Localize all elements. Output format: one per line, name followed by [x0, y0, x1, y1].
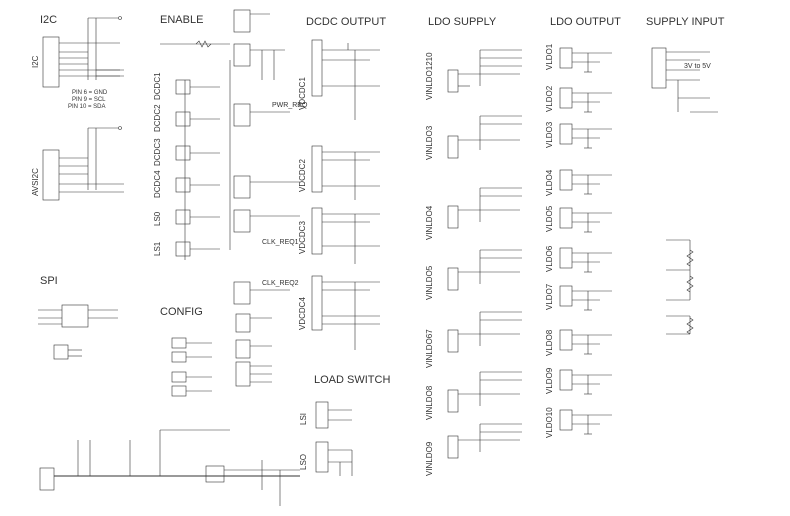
ldo-output-label-vldo7: VLDO7: [545, 283, 554, 310]
enable-label-dcdc2: DCDC2: [153, 104, 162, 132]
i2c-note-sda: PIN 10 = SDA: [68, 104, 106, 110]
request-block: PWR_REQ CLK_REQ1 CLK_REQ2: [233, 9, 308, 387]
ldo-output-stage: [559, 329, 612, 355]
load-switch-block: LSI LSO: [299, 401, 353, 476]
bottom-power-circuit: [39, 429, 300, 506]
ldo-output-stage: [559, 87, 612, 113]
ldo-supply-label-9: VINLDO9: [425, 441, 434, 476]
supply-range-label: 3V to 5V: [684, 63, 711, 70]
ldo-output-stage: [559, 123, 612, 149]
ldo-output-stage: [559, 247, 612, 273]
ldo-output-stage: [559, 169, 612, 195]
section-title-config: CONFIG: [160, 306, 203, 318]
section-title-supply-input: SUPPLY INPUT: [646, 16, 725, 28]
right-resistor-network: [666, 239, 694, 335]
ldo-supply-label-5: VINLDO5: [425, 265, 434, 300]
ldo-output-label-vldo9: VLDO9: [545, 367, 554, 394]
dcdc-label-vdcdc3: VDCDC3: [298, 221, 307, 254]
enable-label-dcdc3: DCDC3: [153, 138, 162, 166]
ldo-supply-label-67: VINLDO67: [425, 329, 434, 368]
dcdc-label-vdcdc1: VDCDC1: [298, 77, 307, 110]
ldo-output-label-vldo6: VLDO6: [545, 245, 554, 272]
ldo-output-label-vldo5: VLDO5: [545, 205, 554, 232]
section-title-i2c: I2C: [40, 14, 57, 26]
ldo-supply-label-8: VINLDO8: [425, 385, 434, 420]
ldo-supply-label-3: VINLDO3: [425, 125, 434, 160]
section-title-load-switch: LOAD SWITCH: [314, 374, 390, 386]
ldo-output-block: VLDO1 VLDO2 VLDO3 VLDO4 VLDO5 VLDO6 VLDO…: [545, 43, 612, 438]
ldo-output-label-vldo10: VLDO10: [545, 407, 554, 438]
ldo-output-stage: [559, 409, 612, 435]
enable-label-ls1: LS1: [153, 241, 162, 256]
section-title-ldo-supply: LDO SUPPLY: [428, 16, 497, 28]
ldo-output-label-vldo1: VLDO1: [545, 43, 554, 70]
enable-label-ls0: LS0: [153, 211, 162, 226]
i2c-note-scl: PIN 9 = SCL: [72, 97, 106, 103]
section-title-enable: ENABLE: [160, 14, 203, 26]
ldo-output-label-vldo8: VLDO8: [545, 329, 554, 356]
avs-i2c-connector: AVSI2C: [31, 126, 124, 201]
dcdc-label-vdcdc2: VDCDC2: [298, 159, 307, 192]
clk-req1-label: CLK_REQ1: [262, 239, 299, 246]
clk-req2-label: CLK_REQ2: [262, 280, 299, 287]
enable-label-dcdc1: DCDC1: [153, 72, 162, 100]
spi-connector: [38, 304, 118, 360]
ldo-supply-label-4: VINLDO4: [425, 205, 434, 240]
ldo-supply-block: VINLDO1210 VINLDO3 VINLDO4 VINLDO5 VINLD…: [425, 49, 522, 476]
enable-label-dcdc4: DCDC4: [153, 170, 162, 198]
ldo-output-label-vldo4: VLDO4: [545, 169, 554, 196]
ldo-output-label-vldo3: VLDO3: [545, 121, 554, 148]
ldo-output-stage: [559, 207, 612, 233]
avs-i2c-connector-label: AVSI2C: [31, 168, 40, 196]
i2c-connector-label: I2C: [31, 55, 40, 68]
enable-block: DCDC1 DCDC2 DCDC3 DCDC4 LS0 LS1: [153, 40, 231, 260]
ldo-output-stage: [559, 285, 612, 311]
i2c-note-gnd: PIN 6 = GND: [72, 90, 108, 96]
ldo-output-stage: [559, 369, 612, 395]
load-switch-label-lso: LSO: [299, 454, 308, 470]
dcdc-output-block: VDCDC1 VDCDC2 VDCDC3 VDCDC4: [298, 39, 380, 350]
config-block: [171, 337, 212, 397]
section-title-dcdc-output: DCDC OUTPUT: [306, 16, 386, 28]
section-title-ldo-output: LDO OUTPUT: [550, 16, 621, 28]
i2c-connector: I2C: [31, 16, 124, 88]
section-title-spi: SPI: [40, 275, 58, 287]
ldo-output-label-vldo2: VLDO2: [545, 85, 554, 112]
dcdc-label-vdcdc4: VDCDC4: [298, 297, 307, 330]
pwr-req-label: PWR_REQ: [272, 102, 308, 109]
load-switch-label-lsi: LSI: [299, 413, 308, 425]
ldo-supply-label-1210: VINLDO1210: [425, 52, 434, 100]
supply-input-block: 3V to 5V: [651, 47, 718, 113]
ldo-output-stage: [559, 47, 612, 73]
